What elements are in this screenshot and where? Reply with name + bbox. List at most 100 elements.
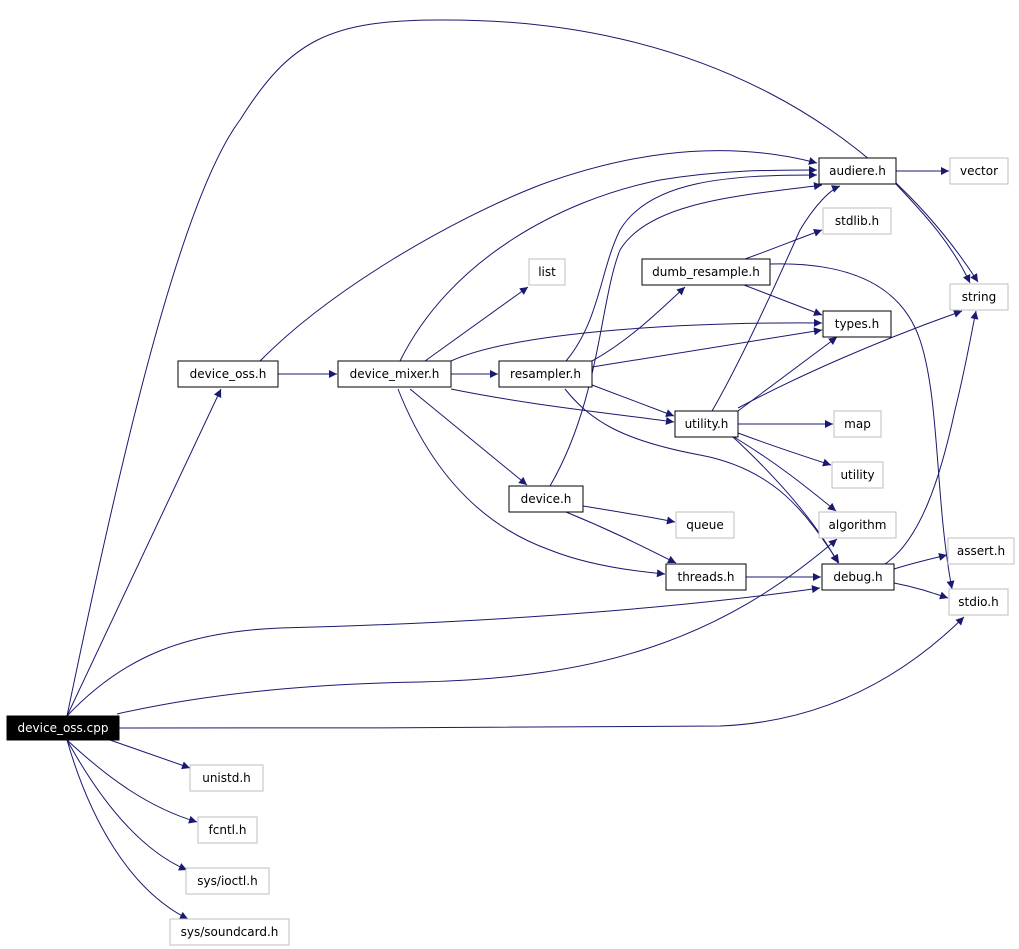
node-box-device-mixer-h [337,360,452,388]
node-box-device-oss-h [177,360,279,388]
node-device-h[interactable]: device.h [508,485,584,513]
node-box-fcntl-h [197,816,258,844]
edge-resampler-h-to-utility-h [591,384,675,417]
node-device-oss-h[interactable]: device_oss.h [177,360,279,388]
node-label-audiere-h: audiere.h [829,164,886,178]
edge-dumb-resample-h-to-stdio-h [769,263,955,590]
node-label-list: list [538,265,556,279]
node-box-list [528,258,566,286]
edge-device-mixer-h-to-types-h [450,318,823,362]
node-label-device-oss-cpp: device_oss.cpp [18,721,109,735]
node-box-algorithm [818,511,897,539]
node-label-utility: utility [840,468,874,482]
edge-device-oss-cpp-to-string [66,19,979,717]
node-label-stdlib-h: stdlib.h [835,214,879,228]
node-algorithm: algorithm [818,511,897,539]
node-utility-h[interactable]: utility.h [674,410,739,438]
node-label-algorithm: algorithm [829,518,887,532]
node-unistd-h: unistd.h [189,764,264,792]
edge-debug-h-to-stdio-h [893,582,949,600]
edge-utility-h-to-types-h [737,336,838,412]
edge-device-oss-cpp-to-algorithm [116,538,838,715]
node-device-oss-cpp[interactable]: device_oss.cpp [6,715,120,741]
edge-resampler-h-to-dumb-resample-h [591,286,686,362]
edge-device-oss-h-to-audiere-h [259,150,818,362]
node-label-string: string [962,290,996,304]
edge-utility-h-to-string [737,309,963,409]
node-label-unistd-h: unistd.h [202,771,251,785]
edge-device-mixer-h-to-device-h [409,388,528,486]
node-sys-ioctl-h: sys/ioctl.h [185,867,270,895]
node-box-map [833,410,882,438]
node-label-threads-h: threads.h [677,570,734,584]
node-box-types-h [822,310,892,338]
node-device-mixer-h[interactable]: device_mixer.h [337,360,452,388]
node-queue: queue [675,511,735,539]
edge-device-h-to-queue [582,505,676,525]
node-vector: vector [949,157,1009,185]
node-box-string [949,283,1009,311]
edge-device-h-to-threads-h [565,511,677,564]
node-map: map [833,410,882,438]
node-box-audiere-h [818,157,897,185]
node-sys-soundcard-h: sys/soundcard.h [169,918,290,946]
edges [66,19,979,920]
node-box-sys-ioctl-h [185,867,270,895]
edge-resampler-h-to-audiere-h [565,171,818,362]
edge-dumb-resample-h-to-types-h [743,284,823,316]
edge-device-oss-cpp-to-device-oss-h [66,388,222,717]
node-string: string [949,283,1009,311]
node-label-sys-ioctl-h: sys/ioctl.h [197,874,257,888]
node-box-debug-h [821,563,895,591]
edge-device-oss-cpp-to-fcntl-h [66,739,198,824]
node-box-resampler-h [498,360,593,388]
node-box-vector [949,157,1009,185]
node-label-queue: queue [686,518,724,532]
node-label-stdio-h: stdio.h [958,595,998,609]
edge-device-oss-cpp-to-sys-ioctl-h [66,739,188,871]
node-resampler-h[interactable]: resampler.h [498,360,593,388]
node-fcntl-h: fcntl.h [197,816,258,844]
node-box-stdio-h [948,588,1009,616]
node-box-unistd-h [189,764,264,792]
node-label-types-h: types.h [835,317,879,331]
node-assert-h: assert.h [947,537,1015,565]
node-box-threads-h [665,563,747,591]
node-types-h[interactable]: types.h [822,310,892,338]
edge-device-oss-cpp-to-stdio-h [118,616,965,729]
edge-device-oss-cpp-to-unistd-h [109,739,191,770]
node-label-map: map [844,417,871,431]
edge-device-mixer-h-to-list [424,286,529,362]
node-label-assert-h: assert.h [957,544,1005,558]
edge-device-mixer-h-to-utility-h [450,388,675,425]
node-label-resampler-h: resampler.h [510,367,581,381]
node-box-dumb-resample-h [641,258,771,286]
node-debug-h[interactable]: debug.h [821,563,895,591]
node-box-utility [831,461,884,489]
edge-device-h-to-audiere-h [549,182,823,487]
node-label-utility-h: utility.h [685,417,729,431]
node-box-queue [675,511,735,539]
node-box-device-h [508,485,584,513]
node-box-device-oss-cpp [6,715,120,741]
node-label-device-mixer-h: device_mixer.h [350,367,440,381]
edge-device-mixer-h-to-audiere-h [399,166,818,362]
edge-utility-h-to-utility [737,432,832,467]
node-dumb-resample-h[interactable]: dumb_resample.h [641,258,771,286]
node-box-stdlib-h [822,207,892,235]
node-label-sys-soundcard-h: sys/soundcard.h [181,925,279,939]
edge-device-oss-cpp-to-sys-soundcard-h [66,739,189,920]
node-label-device-h: device.h [521,492,572,506]
node-label-dumb-resample-h: dumb_resample.h [652,265,760,279]
edge-utility-h-to-debug-h [732,436,839,564]
edge-resampler-h-to-debug-h [564,388,840,564]
node-list: list [528,258,566,286]
edge-device-mixer-h-to-threads-h [397,388,666,578]
node-threads-h[interactable]: threads.h [665,563,747,591]
node-audiere-h[interactable]: audiere.h [818,157,897,185]
edge-utility-h-to-algorithm [733,436,837,512]
node-label-device-oss-h: device_oss.h [190,367,267,381]
node-label-fcntl-h: fcntl.h [209,823,247,837]
edge-debug-h-to-assert-h [893,552,948,570]
